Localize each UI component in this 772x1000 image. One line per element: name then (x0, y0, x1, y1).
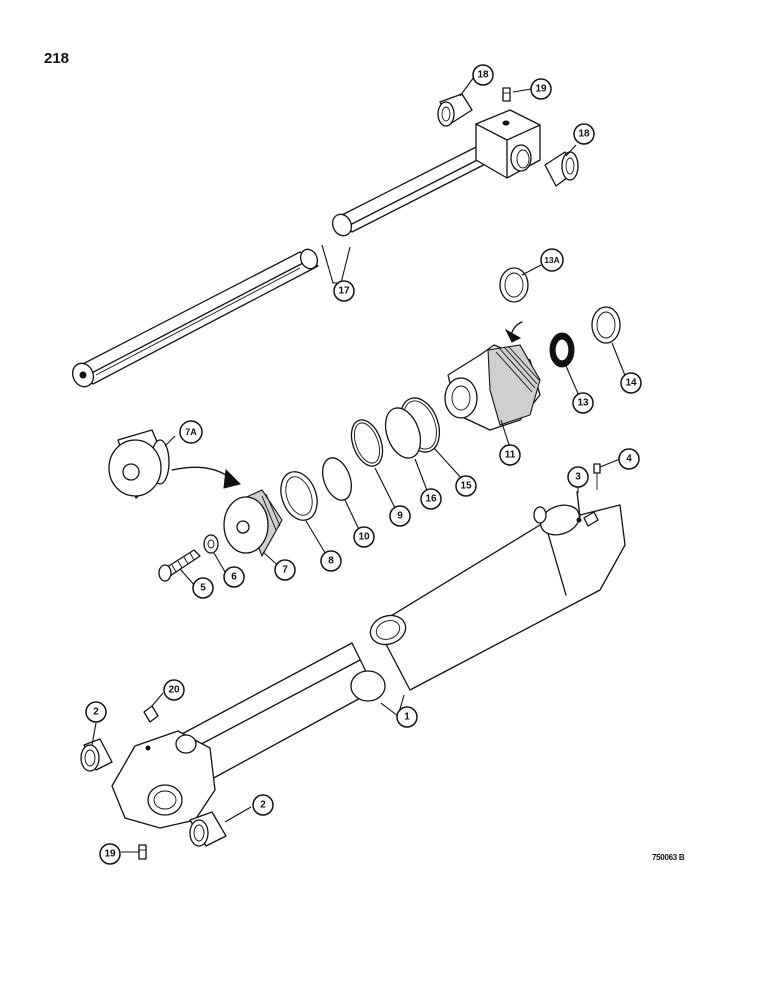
callout-7A: 7A (179, 420, 203, 444)
svg-text:4: 4 (626, 454, 632, 465)
rod-bushing-18-left (437, 93, 473, 127)
svg-text:13A: 13A (544, 255, 560, 265)
svg-text:10: 10 (358, 532, 370, 543)
piston-rod (71, 109, 541, 388)
callout-11: 11 (499, 444, 521, 466)
grease-fitting-20 (143, 705, 159, 723)
ring-9 (350, 419, 384, 467)
pin-3 (576, 491, 581, 518)
callout-20: 20 (163, 679, 185, 701)
svg-text:1: 1 (404, 712, 410, 723)
callout-19: 19 (99, 843, 121, 865)
callout-18: 18 (472, 64, 494, 86)
svg-text:8: 8 (328, 556, 334, 567)
arrow-7A-to-7 (171, 466, 231, 479)
svg-text:2: 2 (93, 707, 99, 718)
svg-text:16: 16 (425, 494, 437, 505)
arrow-13A-to-gland (510, 321, 523, 336)
svg-text:7: 7 (282, 565, 288, 576)
gland-11 (444, 344, 541, 431)
svg-text:11: 11 (505, 450, 516, 461)
svg-text:6: 6 (231, 572, 237, 583)
wear-ring-13A (499, 267, 529, 303)
bolt-5 (158, 549, 201, 582)
svg-text:14: 14 (625, 378, 637, 389)
ring-16 (384, 407, 422, 459)
callout-13A: 13A (540, 248, 564, 272)
svg-text:2: 2 (260, 800, 266, 811)
rod-bushing-18-right (544, 151, 579, 187)
callout-3: 3 (567, 466, 589, 488)
callout-14: 14 (620, 372, 642, 394)
callout-6: 6 (223, 566, 245, 588)
piston-7A (108, 429, 170, 499)
o-ring-10 (322, 457, 352, 501)
callout-10: 10 (353, 526, 375, 548)
callout-17: 17 (333, 280, 355, 302)
grease-fitting-19-top (502, 87, 511, 102)
svg-text:3: 3 (575, 472, 581, 483)
svg-text:7A: 7A (185, 427, 197, 437)
callout-7: 7 (274, 559, 296, 581)
svg-text:18: 18 (477, 70, 489, 81)
callout-1: 1 (396, 706, 418, 728)
callout-5: 5 (192, 577, 214, 599)
svg-text:19: 19 (104, 849, 116, 860)
svg-text:5: 5 (200, 583, 206, 594)
svg-text:18: 18 (578, 129, 590, 140)
leader-lines (91, 76, 629, 853)
svg-text:19: 19 (535, 84, 547, 95)
rod-seal-13 (549, 332, 575, 368)
callout-15: 15 (455, 475, 477, 497)
page-number: 218 (44, 50, 70, 67)
callout-16: 16 (420, 488, 442, 510)
callout-2: 2 (85, 701, 107, 723)
svg-text:15: 15 (460, 481, 472, 492)
callout-9: 9 (389, 505, 411, 527)
callout-19: 19 (530, 78, 552, 100)
barrel-bushing-2-right (189, 811, 227, 847)
drawing-number: 750063 B (652, 853, 685, 862)
callout-13: 13 (572, 392, 594, 414)
screw-4 (593, 463, 601, 490)
piston-7 (223, 489, 283, 558)
barrel-bushing-2-left (80, 738, 113, 772)
svg-text:13: 13 (577, 398, 589, 409)
callout-4: 4 (618, 448, 640, 470)
svg-text:9: 9 (397, 511, 403, 522)
callout-18: 18 (573, 123, 595, 145)
cylinder-barrel (111, 504, 626, 829)
grease-fitting-19-bottom (138, 844, 147, 860)
wiper-seal-14 (591, 306, 621, 344)
callout-2: 2 (252, 794, 274, 816)
svg-text:20: 20 (168, 685, 180, 696)
washer-6 (203, 534, 219, 554)
callout-8: 8 (320, 550, 342, 572)
svg-text:17: 17 (338, 286, 350, 297)
ring-8 (280, 471, 318, 521)
